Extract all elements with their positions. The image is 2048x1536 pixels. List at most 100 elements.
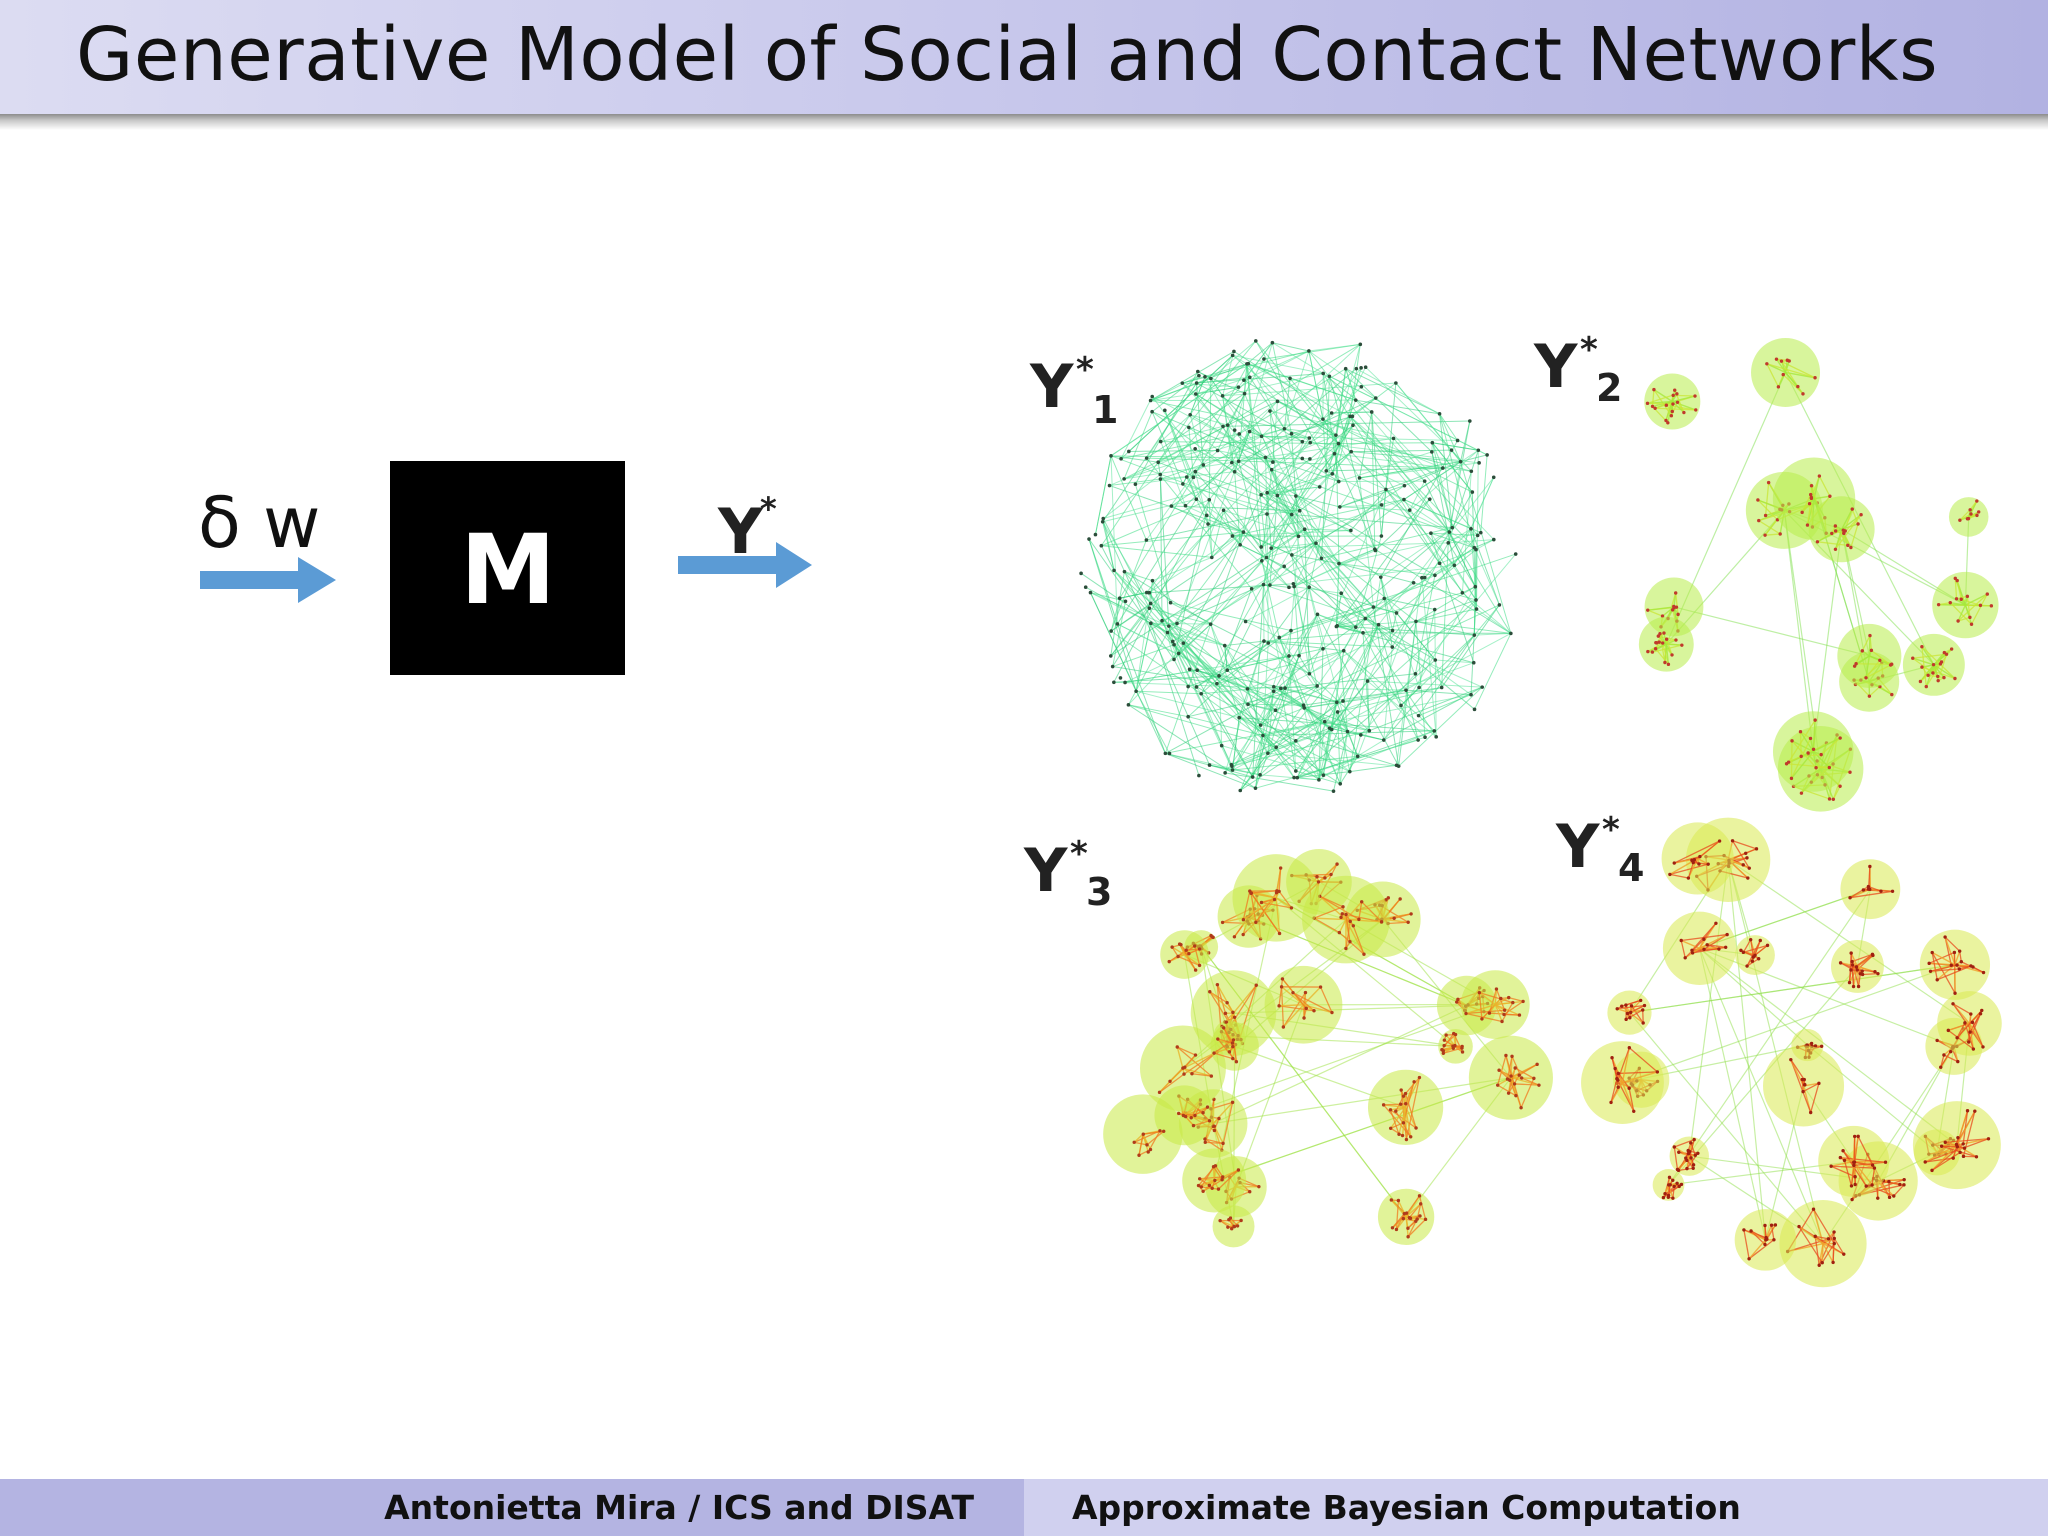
network-node bbox=[1269, 546, 1274, 550]
network-node bbox=[1221, 1175, 1225, 1179]
network-node bbox=[1183, 503, 1188, 508]
network-edge bbox=[1194, 945, 1201, 966]
network-edge bbox=[1239, 624, 1379, 791]
network-node bbox=[1427, 497, 1432, 501]
network-edge bbox=[1448, 531, 1476, 587]
network-edge bbox=[1342, 913, 1382, 923]
network-edge bbox=[1345, 368, 1433, 453]
network-node bbox=[1259, 545, 1264, 549]
network-edge bbox=[1495, 1001, 1513, 1006]
network-node bbox=[1876, 1196, 1880, 1200]
network-node bbox=[1433, 658, 1438, 662]
network-node bbox=[1609, 1100, 1613, 1105]
network-edge bbox=[1110, 544, 1241, 632]
network-edge bbox=[1170, 602, 1292, 632]
network-edge bbox=[1136, 690, 1202, 695]
network-edge bbox=[1343, 626, 1357, 651]
network-edge bbox=[1921, 666, 1929, 676]
network-edge bbox=[1313, 906, 1344, 919]
network-graph-1 bbox=[1079, 339, 1518, 793]
network-edge bbox=[1630, 1005, 1644, 1024]
network-node bbox=[1118, 676, 1123, 680]
network-node bbox=[1359, 384, 1364, 389]
network-node bbox=[1197, 963, 1202, 968]
network-edge bbox=[1647, 609, 1663, 617]
network-edge bbox=[1113, 681, 1281, 689]
network-edge bbox=[1395, 1106, 1406, 1112]
network-edge bbox=[1164, 410, 1208, 516]
network-node bbox=[1158, 477, 1163, 481]
network-edge bbox=[1888, 1181, 1891, 1198]
network-node bbox=[1330, 472, 1335, 476]
network-node bbox=[1302, 706, 1307, 710]
network-edge bbox=[1930, 968, 1960, 972]
network-edge bbox=[1362, 632, 1419, 741]
network-node bbox=[1969, 622, 1974, 626]
network-edge bbox=[1782, 374, 1804, 395]
network-edge bbox=[1850, 952, 1859, 967]
network-node bbox=[1500, 1019, 1504, 1024]
network-node bbox=[1437, 412, 1442, 416]
network-node bbox=[1675, 400, 1680, 404]
network-edge bbox=[1933, 664, 1956, 680]
network-node bbox=[1756, 957, 1761, 961]
network-edge bbox=[1134, 484, 1172, 603]
network-node bbox=[1241, 932, 1245, 937]
network-node bbox=[1689, 1141, 1693, 1145]
network-edge bbox=[1453, 564, 1477, 601]
network-edge bbox=[1329, 375, 1488, 456]
network-node bbox=[1230, 768, 1235, 772]
network-node bbox=[1176, 651, 1181, 656]
network-node bbox=[1167, 959, 1171, 964]
network-node bbox=[1158, 439, 1163, 444]
network-node bbox=[1920, 665, 1924, 669]
network-node bbox=[1175, 621, 1179, 626]
network-node bbox=[1781, 372, 1785, 377]
network-node bbox=[1967, 1040, 1971, 1044]
network-node bbox=[1739, 948, 1743, 953]
network-edge bbox=[1171, 946, 1179, 957]
network-edge bbox=[1352, 925, 1365, 955]
network-edge bbox=[1674, 1139, 1695, 1148]
network-node bbox=[1930, 1168, 1934, 1173]
network-edge bbox=[1217, 1038, 1235, 1048]
network-edge bbox=[1251, 890, 1277, 894]
network-node bbox=[1268, 583, 1272, 587]
network-edge bbox=[1931, 951, 1956, 966]
network-node bbox=[1956, 619, 1960, 623]
network-edge bbox=[1224, 640, 1265, 647]
network-node bbox=[1447, 530, 1452, 534]
network-node bbox=[1246, 702, 1250, 707]
network-edge bbox=[1263, 584, 1286, 689]
network-edge bbox=[1195, 393, 1262, 437]
network-node bbox=[1384, 487, 1388, 492]
network-edge bbox=[1222, 372, 1324, 397]
network-node bbox=[1682, 410, 1686, 415]
network-node bbox=[1205, 1105, 1210, 1109]
network-edge bbox=[1471, 492, 1476, 587]
network-edge bbox=[1269, 542, 1317, 586]
output-label: Y bbox=[717, 495, 764, 568]
network-node bbox=[1216, 1187, 1221, 1191]
network-node bbox=[1308, 457, 1312, 461]
network-edge bbox=[1812, 751, 1830, 769]
network-node bbox=[1797, 1224, 1801, 1229]
network-node bbox=[1968, 508, 1972, 512]
network-edge bbox=[1957, 593, 1988, 622]
network-node bbox=[1216, 1037, 1220, 1041]
network-node bbox=[1667, 1175, 1672, 1180]
network-node bbox=[1373, 396, 1378, 400]
network-node bbox=[1259, 900, 1264, 905]
network-node bbox=[1236, 385, 1241, 389]
network-node bbox=[1504, 1053, 1508, 1058]
network-node bbox=[1351, 423, 1355, 428]
network-edge bbox=[1610, 1082, 1624, 1103]
network-node bbox=[1890, 889, 1895, 893]
network-edge bbox=[1196, 630, 1292, 688]
network-node bbox=[1698, 854, 1702, 859]
network-node bbox=[1195, 668, 1199, 673]
network-node bbox=[1742, 1228, 1746, 1232]
network-edge bbox=[1349, 577, 1382, 772]
network-node bbox=[1402, 497, 1406, 502]
network-edge bbox=[1283, 428, 1317, 544]
